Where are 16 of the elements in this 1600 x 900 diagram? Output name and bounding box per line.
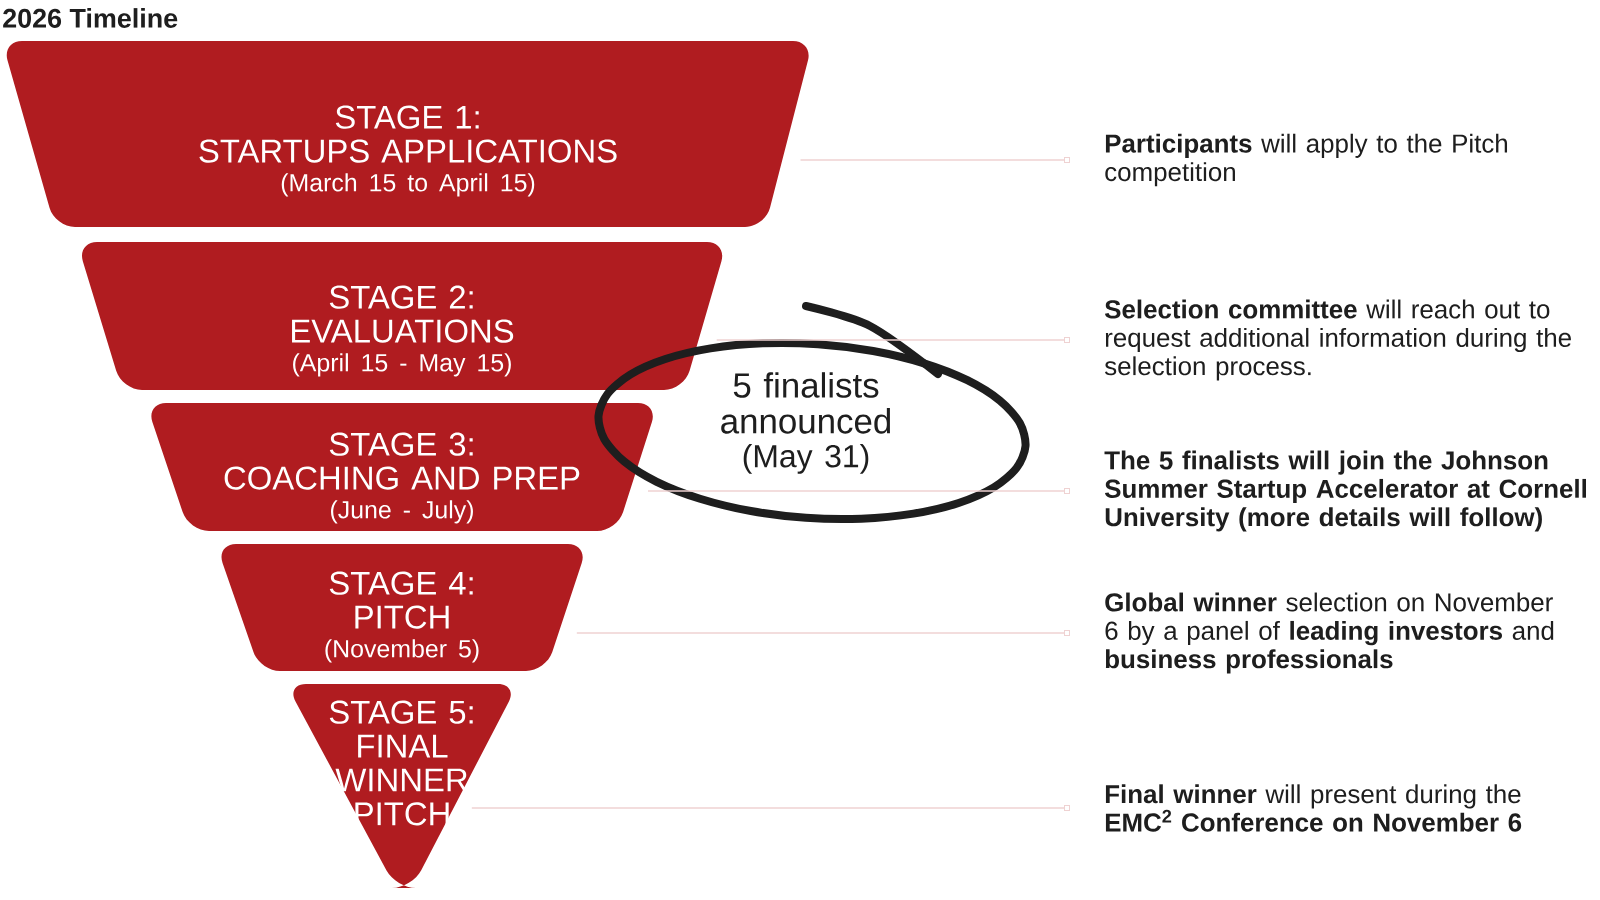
description-text: The 5 finalists will join the Johnson Summer Startup Accelerator at Cornell University (more details will follow) xyxy=(1104,450,1586,532)
stage-trapezoid: STAGE 1: STARTUPS APPLICATIONS (March 15 to April 15) xyxy=(6,41,809,227)
title: 2026 Timeline xyxy=(3,8,178,28)
leader-line xyxy=(715,337,1070,343)
description-text: Participants will apply to the Pitch competition xyxy=(1105,133,1507,187)
leader-line xyxy=(471,805,1070,811)
description-text: Global winner selection on November 6 by a panel of leading investors and business professionals xyxy=(1105,592,1554,674)
stage-trapezoid: STAGE 3: COACHING AND PREP (June - July) xyxy=(151,403,653,531)
circled-note: 5 finalists announced (May 31) xyxy=(594,302,1030,523)
stage-trapezoid: STAGE 2: EVALUATIONS (April 15 - May 15) xyxy=(82,242,723,390)
leader-line xyxy=(799,157,1070,163)
description-text: Selection committee will reach out to request additional information during the selection process. xyxy=(1104,299,1571,381)
stage-trapezoid: STAGE 4: PITCH (November 5) xyxy=(221,544,583,671)
leader-line xyxy=(647,488,1070,494)
leader-line xyxy=(576,630,1070,636)
description-text: Final winner will present during the EMC$^{2}$ Conference on November 6 xyxy=(1105,784,1522,832)
